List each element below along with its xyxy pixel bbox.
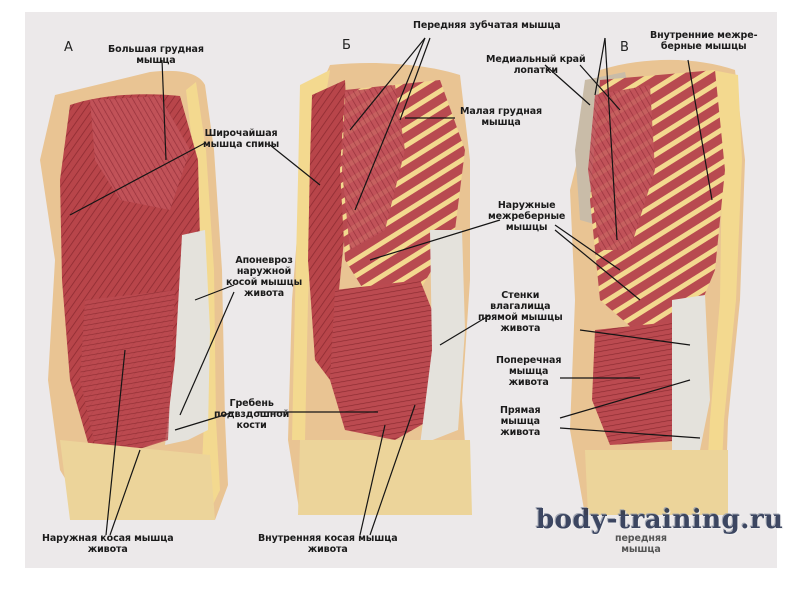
label-line: косой мышцы (226, 277, 303, 288)
label-rectus-sheath: Стенки влагалища прямой мышцы живота (478, 290, 563, 334)
label-latissimus-dorsi: Широчайшая мышца спины (203, 128, 279, 150)
label-line: живота (500, 323, 541, 334)
label-line: межреберные (488, 211, 566, 222)
label-line: мышца (508, 366, 549, 377)
label-line: мышца (481, 117, 521, 128)
site-watermark: body-training.ru (536, 505, 784, 535)
label-line: берные мышцы (660, 41, 747, 52)
label-external-oblique: Наружная косая мышца живота (42, 533, 174, 555)
label-internal-intercostal: Внутренние межре- берные мышцы (650, 30, 758, 52)
figure-b-internal-oblique (330, 280, 440, 440)
label-line: лопатки (513, 65, 558, 76)
label-line: кости (236, 420, 267, 431)
label-line: подвздошной (214, 409, 290, 420)
label-line: Внутренняя косая мышца (258, 533, 398, 544)
label-line: Большая грудная (108, 44, 204, 55)
label-line: мышцы (505, 222, 548, 233)
label-serratus-anterior: Передняя зубчатая мышца (413, 20, 561, 31)
label-pectoralis-minor: Малая грудная мышца (460, 106, 542, 128)
label-line: живота (307, 544, 348, 555)
label-line: передняя (615, 533, 667, 544)
label-scapula-medial-border: Медиальный край лопатки (486, 54, 586, 76)
label-line: Стенки (501, 290, 540, 301)
label-line: мышца (621, 544, 661, 555)
figure-a-abdomen (80, 290, 175, 452)
label-line: живота (500, 427, 541, 438)
label-external-intercostal: Наружные межреберные мышцы (488, 200, 565, 233)
panel-label-v: В (620, 40, 629, 55)
label-internal-oblique: Внутренняя косая мышца живота (258, 533, 398, 555)
figure-v-hip (585, 450, 728, 515)
figure-b-latissimus (308, 80, 350, 380)
label-line: Малая грудная (460, 106, 543, 117)
leader-lines (69, 37, 713, 536)
figure-v-rectus (672, 295, 710, 460)
label-line: мышца (136, 55, 176, 66)
figure-a (40, 70, 228, 520)
label-line: Медиальный край (486, 54, 586, 65)
panel-label-a: А (64, 40, 73, 55)
label-line: Прямая (500, 405, 541, 416)
label-line: Внутренние межре- (650, 30, 758, 41)
label-line: Апоневроз (235, 255, 293, 266)
figure-b-hip (298, 440, 472, 515)
label-aponeurosis: Апоневроз наружной косой мышцы живота (226, 255, 302, 299)
figure-b-rectus-sheath (420, 230, 465, 445)
figure-v-front-fat (705, 70, 742, 510)
label-line: Наружная косая мышца (42, 533, 174, 544)
label-line: мышца спины (203, 139, 280, 150)
label-line: прямой мышцы (478, 312, 563, 323)
panel-label-b: Б (342, 38, 351, 53)
label-iliac-crest: Гребень подвздошной кости (214, 398, 289, 431)
label-bottom-partial: передняя мышца (615, 533, 667, 555)
figure-v (570, 59, 745, 516)
label-line: живота (244, 288, 285, 299)
label-rectus-abdominis: Прямая мышца живота (500, 405, 541, 438)
figure-v-serratus (588, 85, 655, 250)
label-line: Гребень (229, 398, 274, 409)
figure-a-aponeurosis (165, 230, 210, 445)
label-line: живота (508, 377, 549, 388)
label-line: Поперечная (496, 355, 562, 366)
label-line: мышца (500, 416, 541, 427)
figure-b (288, 63, 472, 515)
label-line: влагалища (490, 301, 551, 312)
label-transverse-abdominis: Поперечная мышца живота (496, 355, 561, 388)
figure-a-hip (60, 440, 215, 520)
figure-b-back-fat (292, 70, 330, 440)
label-pectoralis-major: Большая грудная мышца (108, 44, 204, 66)
label-line: наружной (236, 266, 292, 277)
label-line: живота (87, 544, 128, 555)
label-line: Наружные (497, 200, 556, 211)
label-line: Передняя зубчатая мышца (413, 20, 561, 31)
label-line: Широчайшая (204, 128, 278, 139)
